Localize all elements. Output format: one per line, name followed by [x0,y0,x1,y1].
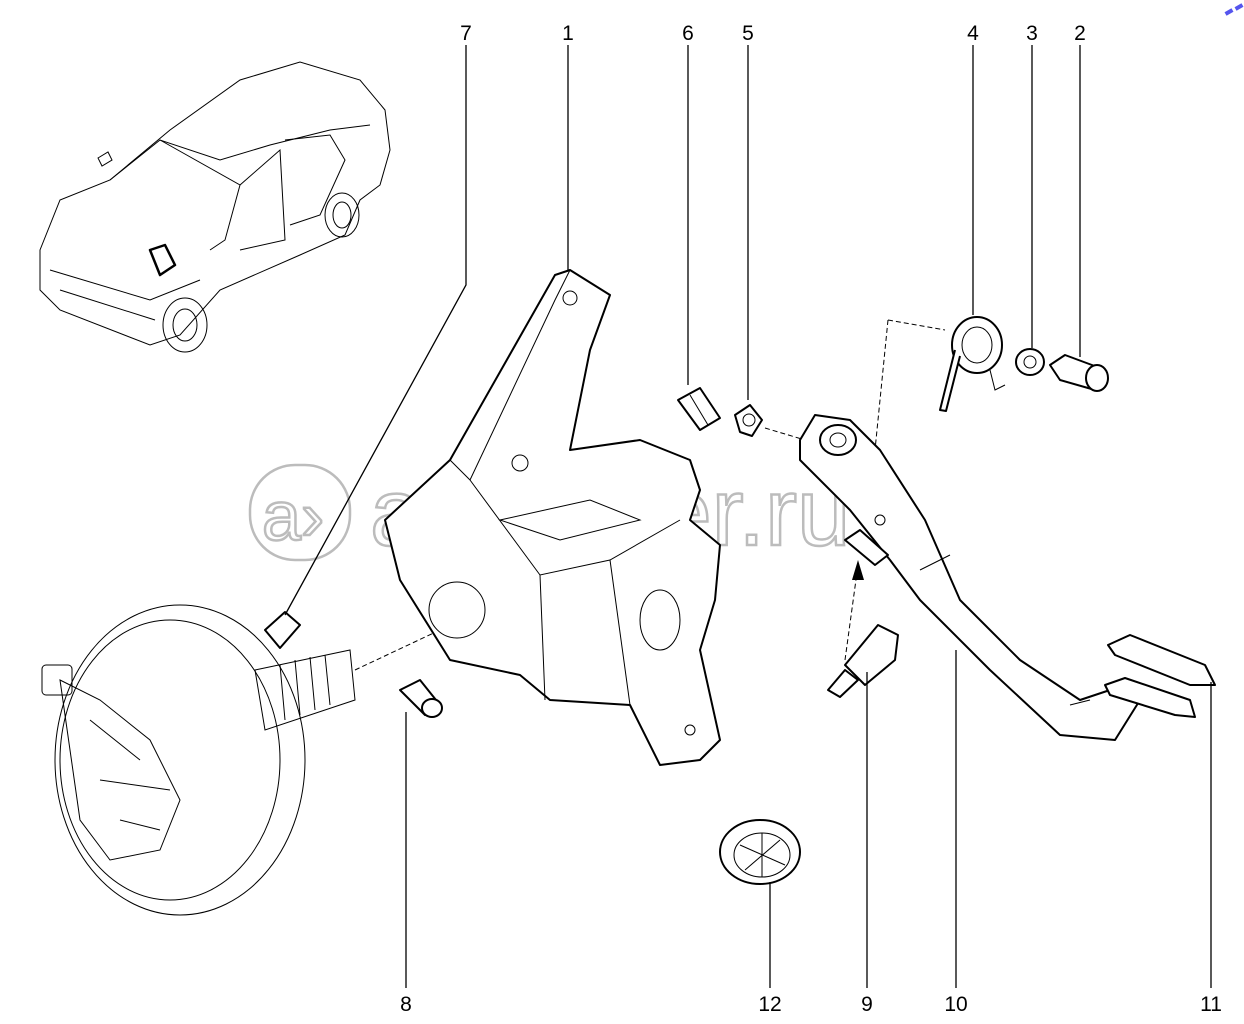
callout-10: 10 [944,993,967,1016]
svg-text:a›: a› [262,477,324,555]
car-overview-illustration [39,61,391,353]
part-5-bush [734,404,763,437]
part-8-pin [399,679,443,718]
callout-6: 6 [682,22,694,45]
part-9-stop-light-switch [827,560,899,698]
part-1-pedal-bracket [384,269,721,766]
callout-3: 3 [1026,22,1038,45]
callout-8: 8 [400,993,412,1016]
part-10-brake-pedal [799,414,1141,741]
part-11-pedal-pad [1104,634,1216,718]
corner-mark [1224,3,1244,16]
leader-lines [284,45,1212,988]
callout-11: 11 [1200,993,1222,1016]
assembly-line [764,427,806,441]
callout-4: 4 [967,22,979,45]
part-7-clip [264,611,301,649]
callout-2: 2 [1074,22,1086,45]
part-6-clip [677,387,721,431]
assembly-line [874,319,946,451]
callout-5: 5 [742,22,754,45]
callout-1: 1 [562,22,574,45]
part-4-spring [939,316,1006,412]
part-3-washer [1015,348,1045,376]
callout-9: 9 [861,993,873,1016]
callout-7: 7 [460,22,472,45]
part-12-plug [719,819,801,885]
part-2-pin [1049,354,1109,392]
callout-12: 12 [758,993,781,1016]
brake-booster-illustration [41,604,441,916]
